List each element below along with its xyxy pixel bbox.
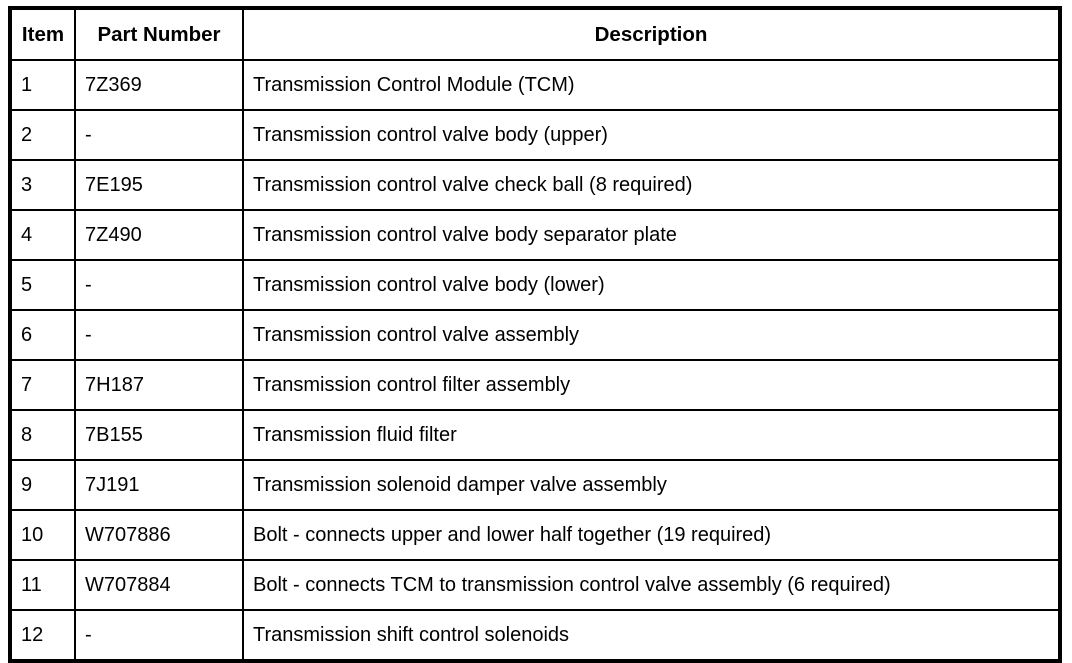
- cell-item: 5: [9, 259, 76, 311]
- column-header-item: Item: [9, 7, 76, 61]
- cell-part-number: -: [74, 309, 244, 361]
- cell-item: 2: [9, 109, 76, 161]
- cell-description: Transmission control valve body (upper): [242, 109, 1061, 161]
- cell-item: 8: [9, 409, 76, 461]
- cell-item: 7: [9, 359, 76, 411]
- cell-part-number: W707886: [74, 509, 244, 561]
- cell-part-number: 7Z369: [74, 59, 244, 111]
- table-header-row: Item Part Number Description: [9, 7, 1061, 61]
- cell-part-number: 7Z490: [74, 209, 244, 261]
- cell-item: 4: [9, 209, 76, 261]
- cell-description: Transmission control filter assembly: [242, 359, 1061, 411]
- cell-description: Transmission control valve check ball (8…: [242, 159, 1061, 211]
- column-header-description: Description: [242, 7, 1061, 61]
- cell-part-number: W707884: [74, 559, 244, 611]
- cell-item: 3: [9, 159, 76, 211]
- table-row: 6-Transmission control valve assembly: [9, 309, 1061, 361]
- cell-part-number: 7B155: [74, 409, 244, 461]
- cell-description: Bolt - connects upper and lower half tog…: [242, 509, 1061, 561]
- cell-part-number: 7E195: [74, 159, 244, 211]
- cell-item: 1: [9, 59, 76, 111]
- cell-description: Transmission solenoid damper valve assem…: [242, 459, 1061, 511]
- cell-item: 10: [9, 509, 76, 561]
- table-row: 5-Transmission control valve body (lower…: [9, 259, 1061, 311]
- cell-description: Transmission control valve assembly: [242, 309, 1061, 361]
- cell-part-number: -: [74, 109, 244, 161]
- cell-description: Transmission control valve body separato…: [242, 209, 1061, 261]
- cell-part-number: -: [74, 259, 244, 311]
- cell-description: Transmission fluid filter: [242, 409, 1061, 461]
- cell-item: 9: [9, 459, 76, 511]
- cell-description: Bolt - connects TCM to transmission cont…: [242, 559, 1061, 611]
- table-row: 2-Transmission control valve body (upper…: [9, 109, 1061, 161]
- cell-item: 11: [9, 559, 76, 611]
- cell-description: Transmission Control Module (TCM): [242, 59, 1061, 111]
- column-header-part-number: Part Number: [74, 7, 244, 61]
- cell-item: 6: [9, 309, 76, 361]
- table-header: Item Part Number Description: [9, 7, 1061, 61]
- cell-description: Transmission control valve body (lower): [242, 259, 1061, 311]
- cell-part-number: 7H187: [74, 359, 244, 411]
- cell-part-number: 7J191: [74, 459, 244, 511]
